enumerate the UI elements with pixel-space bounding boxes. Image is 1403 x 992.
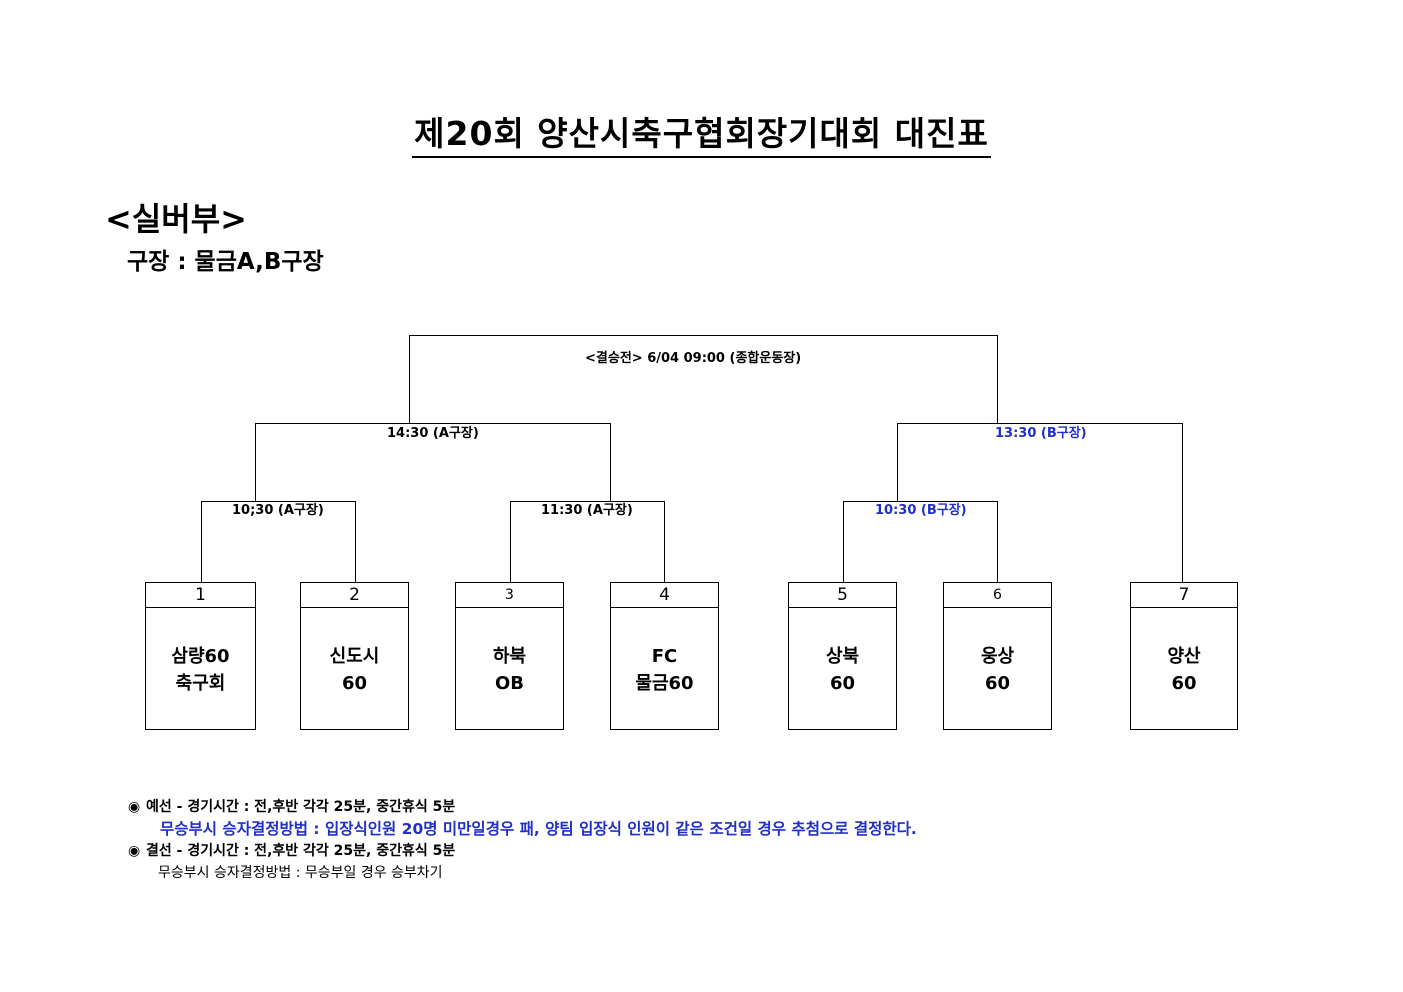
team-name: 상북 60 xyxy=(789,643,896,697)
prelim-rule: ◉ 예선 - 경기시간 : 전,후반 각각 25분, 중간휴식 5분 xyxy=(128,796,917,818)
team-name-line2: 60 xyxy=(984,673,1011,694)
semi-left-leg-b xyxy=(610,423,611,501)
team-name-line2: 축구회 xyxy=(175,673,226,694)
team-box-1: 1 삼량60 축구회 xyxy=(145,582,256,730)
semi-left-match-label: 14:30 (A구장) xyxy=(387,426,479,441)
team-number: 5 xyxy=(789,583,896,608)
semi-right-leg-b xyxy=(1182,423,1183,582)
final-rule-text: 결선 - 경기시간 : 전,후반 각각 25분, 중간휴식 5분 xyxy=(146,843,456,859)
prelim-rule-text: 예선 - 경기시간 : 전,후반 각각 25분, 중간휴식 5분 xyxy=(146,799,456,815)
team-name: 웅상 60 xyxy=(944,643,1051,697)
q2-leg-a xyxy=(510,501,511,582)
team-name-line2: 물금60 xyxy=(635,673,694,694)
semi-right-connector xyxy=(897,423,1183,424)
venue-text: 구장 : 물금A,B구장 xyxy=(127,249,324,275)
q3-leg-a xyxy=(843,501,844,582)
q1-leg-b xyxy=(355,501,356,582)
team-box-2: 2 신도시 60 xyxy=(300,582,409,730)
division-heading: <실버부> xyxy=(105,200,247,238)
team-number: 6 xyxy=(944,583,1051,608)
team-name-line1: 신도시 xyxy=(329,646,380,667)
team-box-5: 5 상북 60 xyxy=(788,582,897,730)
semi-left-connector xyxy=(255,423,611,424)
team-name: 양산 60 xyxy=(1131,643,1237,697)
team-box-7: 7 양산 60 xyxy=(1130,582,1238,730)
team-number: 1 xyxy=(146,583,255,608)
final-left-leg xyxy=(409,335,410,424)
semi-right-leg-a xyxy=(897,423,898,501)
q1-leg-a xyxy=(201,501,202,582)
team-name: FC 물금60 xyxy=(611,643,718,697)
q3-match-label: 10:30 (B구장) xyxy=(875,503,967,518)
team-box-6: 6 웅상 60 xyxy=(943,582,1052,730)
semi-right-match-label: 13:30 (B구장) xyxy=(995,426,1087,441)
team-name: 삼량60 축구회 xyxy=(146,643,255,697)
bullet-icon: ◉ xyxy=(128,843,141,859)
team-name-line1: 하북 xyxy=(492,646,527,667)
page-title-wrap: 제20회 양산시축구협회장기대회 대진표 xyxy=(0,114,1403,158)
page-title: 제20회 양산시축구협회장기대회 대진표 xyxy=(412,114,991,158)
team-name-line2: 60 xyxy=(829,673,856,694)
prelim-tiebreak-rule: 무승부시 승자결정방법 : 입장식인원 20명 미만일경우 패, 양팀 입장식 … xyxy=(160,820,917,838)
team-number: 7 xyxy=(1131,583,1237,608)
semi-left-leg-a xyxy=(255,423,256,501)
q3-connector xyxy=(843,501,998,502)
team-name-line2: OB xyxy=(494,673,525,694)
team-name-line2: 60 xyxy=(341,673,368,694)
team-number: 3 xyxy=(456,583,563,608)
q2-connector xyxy=(510,501,665,502)
q2-match-label: 11:30 (A구장) xyxy=(541,503,633,518)
team-name-line1: FC xyxy=(651,646,678,667)
team-name: 하북 OB xyxy=(456,643,563,697)
team-number: 4 xyxy=(611,583,718,608)
rules-notes: ◉ 예선 - 경기시간 : 전,후반 각각 25분, 중간휴식 5분 무승부시 승… xyxy=(128,796,917,884)
final-connector xyxy=(409,335,998,336)
final-tiebreak-rule: 무승부시 승자결정방법 : 무승부일 경우 승부차기 xyxy=(158,865,443,881)
team-name-line1: 양산 xyxy=(1167,646,1201,667)
team-name-line1: 삼량60 xyxy=(171,646,230,667)
bullet-icon: ◉ xyxy=(128,799,141,815)
final-rule: ◉ 결선 - 경기시간 : 전,후반 각각 25분, 중간휴식 5분 xyxy=(128,840,917,862)
final-right-leg xyxy=(997,335,998,424)
q2-leg-b xyxy=(664,501,665,582)
team-box-4: 4 FC 물금60 xyxy=(610,582,719,730)
q1-connector xyxy=(201,501,356,502)
q3-leg-b xyxy=(997,501,998,582)
team-name: 신도시 60 xyxy=(301,643,408,697)
q1-match-label: 10;30 (A구장) xyxy=(232,503,324,518)
team-box-3: 3 하북 OB xyxy=(455,582,564,730)
team-name-line1: 상북 xyxy=(825,646,860,667)
team-number: 2 xyxy=(301,583,408,608)
team-name-line2: 60 xyxy=(1171,673,1197,694)
final-match-label: <결승전> 6/04 09:00 (종합운동장) xyxy=(585,351,802,366)
team-name-line1: 웅상 xyxy=(980,646,1015,667)
